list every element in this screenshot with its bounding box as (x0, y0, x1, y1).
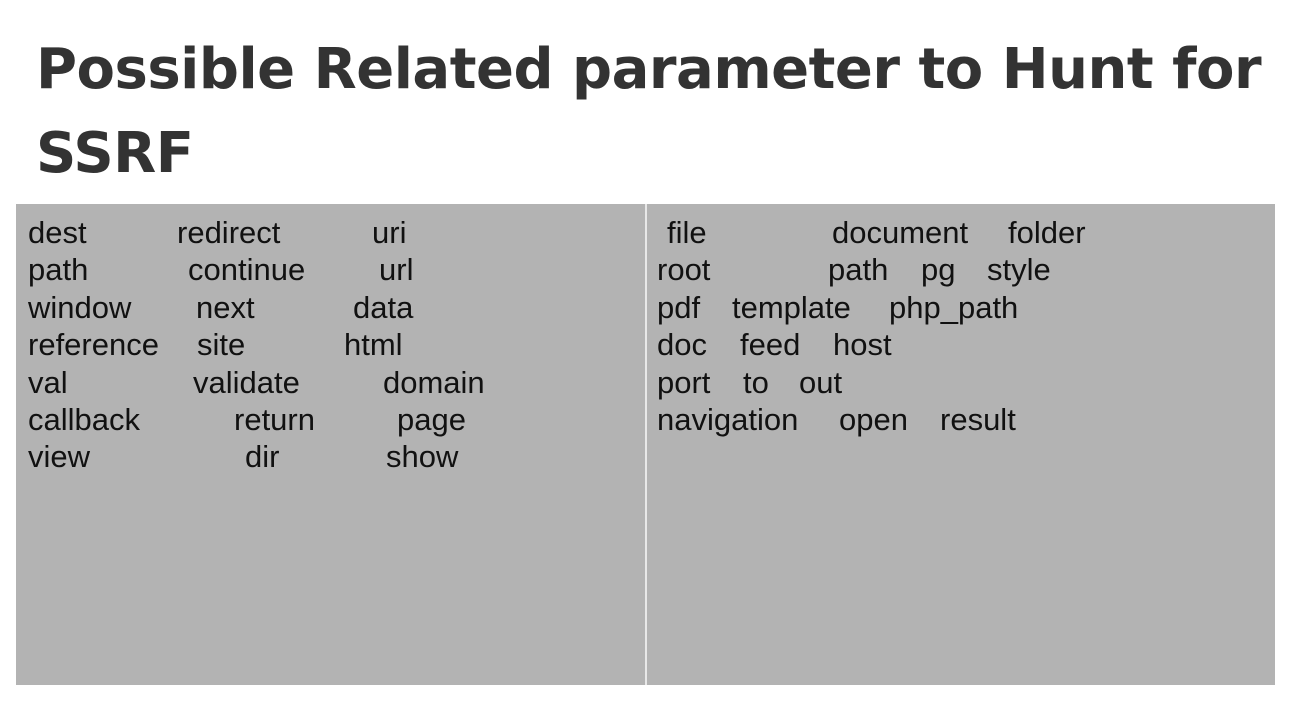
parameter-word: style (987, 252, 1051, 287)
parameter-word: result (940, 402, 1016, 437)
parameter-word: folder (1008, 215, 1086, 250)
parameter-word: url (379, 252, 414, 287)
parameter-word: data (353, 290, 414, 325)
parameter-word: html (344, 327, 403, 362)
parameter-word: page (397, 402, 466, 437)
parameter-word: host (833, 327, 892, 362)
parameter-word: document (832, 215, 969, 250)
parameter-row: navigation open result (647, 401, 1275, 438)
panel-divider (645, 204, 647, 685)
parameter-row: callback return page (16, 401, 645, 438)
parameter-word: navigation (657, 402, 799, 437)
parameter-row: root path pg style (647, 251, 1275, 288)
parameter-row: reference site html (16, 326, 645, 363)
parameter-row: doc feed host (647, 326, 1275, 363)
parameter-word: open (839, 402, 908, 437)
parameter-row: port to out (647, 364, 1275, 401)
parameter-word: template (732, 290, 851, 325)
parameter-row: file document folder (647, 214, 1275, 251)
parameter-word: val (28, 365, 68, 400)
parameter-word: path (28, 252, 89, 287)
parameter-word: site (197, 327, 246, 362)
parameter-row: val validate domain (16, 364, 645, 401)
parameter-word: file (667, 215, 707, 250)
parameter-word: return (234, 402, 315, 437)
parameter-word: pg (921, 252, 956, 287)
left-parameter-panel: dest redirect uri path continue url wind… (16, 204, 645, 685)
parameter-word: window (28, 290, 132, 325)
parameter-word: reference (28, 327, 159, 362)
right-parameter-panel: file document folder root path pg style … (647, 204, 1275, 685)
parameter-row: dest redirect uri (16, 214, 645, 251)
parameter-row: window next data (16, 289, 645, 326)
parameter-word: feed (740, 327, 801, 362)
parameter-word: port (657, 365, 711, 400)
parameter-word: dest (28, 215, 87, 250)
parameter-word: view (28, 439, 91, 474)
parameter-word: domain (383, 365, 485, 400)
parameter-word: root (657, 252, 711, 287)
slide-title: Possible Related parameter to Hunt for S… (36, 37, 1262, 186)
parameter-word: callback (28, 402, 140, 437)
parameter-word: pdf (657, 290, 701, 325)
parameter-word: validate (193, 365, 300, 400)
parameter-word: redirect (177, 215, 281, 250)
parameter-word: path (828, 252, 889, 287)
parameter-word: continue (188, 252, 306, 287)
parameter-word: dir (245, 439, 280, 474)
parameter-word: out (799, 365, 843, 400)
parameter-word: php_path (889, 290, 1019, 325)
parameter-word: uri (372, 215, 407, 250)
parameter-row: pdf template php_path (647, 289, 1275, 326)
parameter-row: view dir show (16, 438, 645, 475)
parameter-word: doc (657, 327, 707, 362)
parameter-word: next (196, 290, 255, 325)
parameter-row: path continue url (16, 251, 645, 288)
parameter-word: show (386, 439, 459, 474)
parameter-word: to (743, 365, 769, 400)
